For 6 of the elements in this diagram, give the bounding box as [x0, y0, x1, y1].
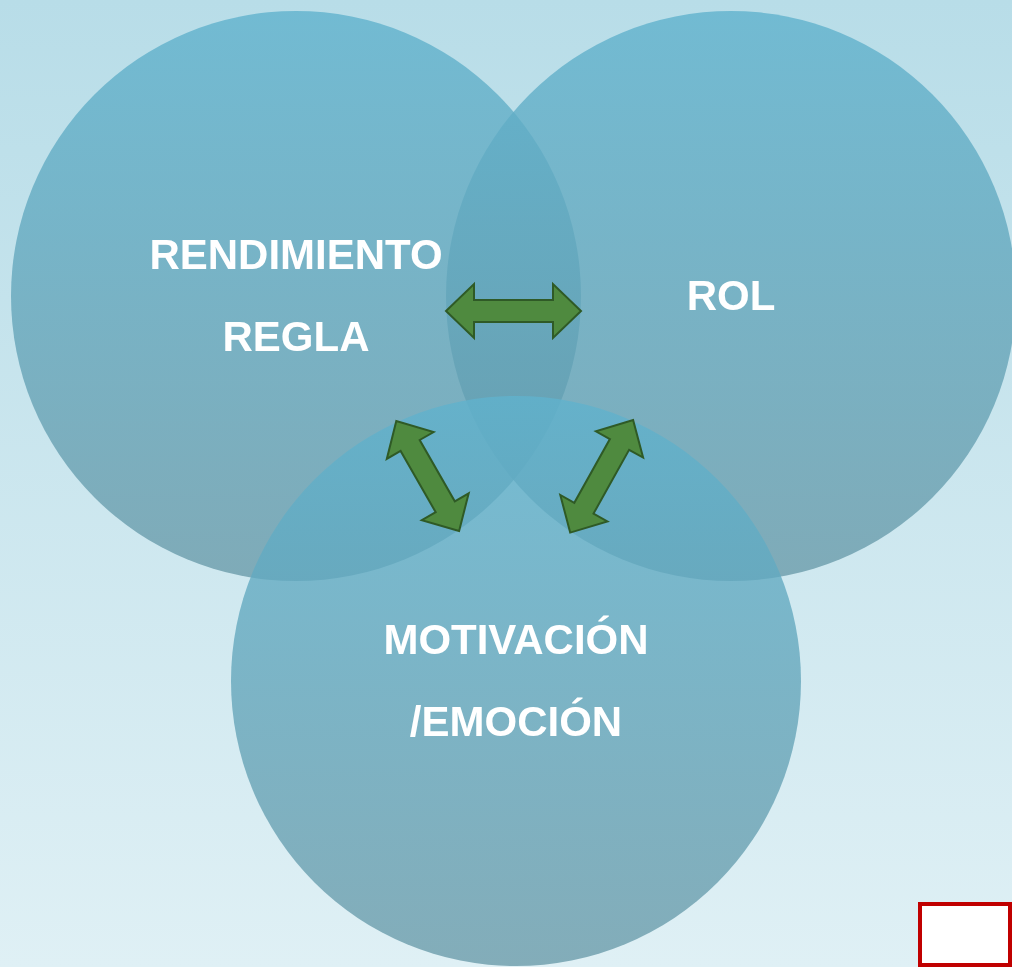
circle-label: ROL — [686, 271, 776, 321]
double-arrow — [558, 418, 645, 534]
double-arrow — [444, 281, 583, 341]
double-arrow — [385, 419, 471, 533]
circle-label: RENDIMIENTO REGLA — [149, 230, 443, 362]
circle-label: MOTIVACIÓN /EMOCIÓN — [383, 614, 649, 747]
